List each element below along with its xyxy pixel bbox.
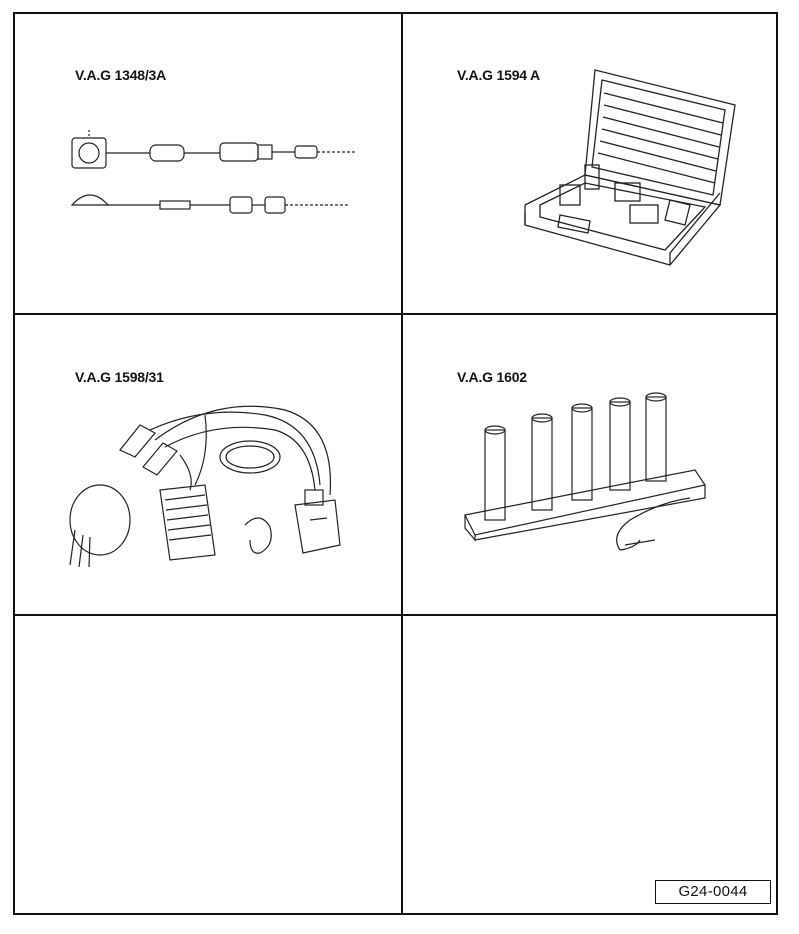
panel-label-1348: V.A.G 1348/3A (75, 67, 167, 83)
panel-label-1594: V.A.G 1594 A (457, 67, 540, 83)
grid-divider-row1 (13, 313, 778, 315)
panel-label-1598: V.A.G 1598/31 (75, 369, 164, 385)
remote-control-illustration (70, 130, 355, 214)
tube-set-illustration (464, 392, 706, 551)
figure-code-box: G24-0044 (655, 880, 771, 904)
adapter-case-illustration (524, 69, 736, 266)
grid-divider-vertical (401, 12, 403, 915)
test-adapter-illustration (69, 405, 341, 568)
panel-label-1602: V.A.G 1602 (457, 369, 527, 385)
figure-frame (13, 12, 778, 915)
grid-divider-row2 (13, 614, 778, 616)
